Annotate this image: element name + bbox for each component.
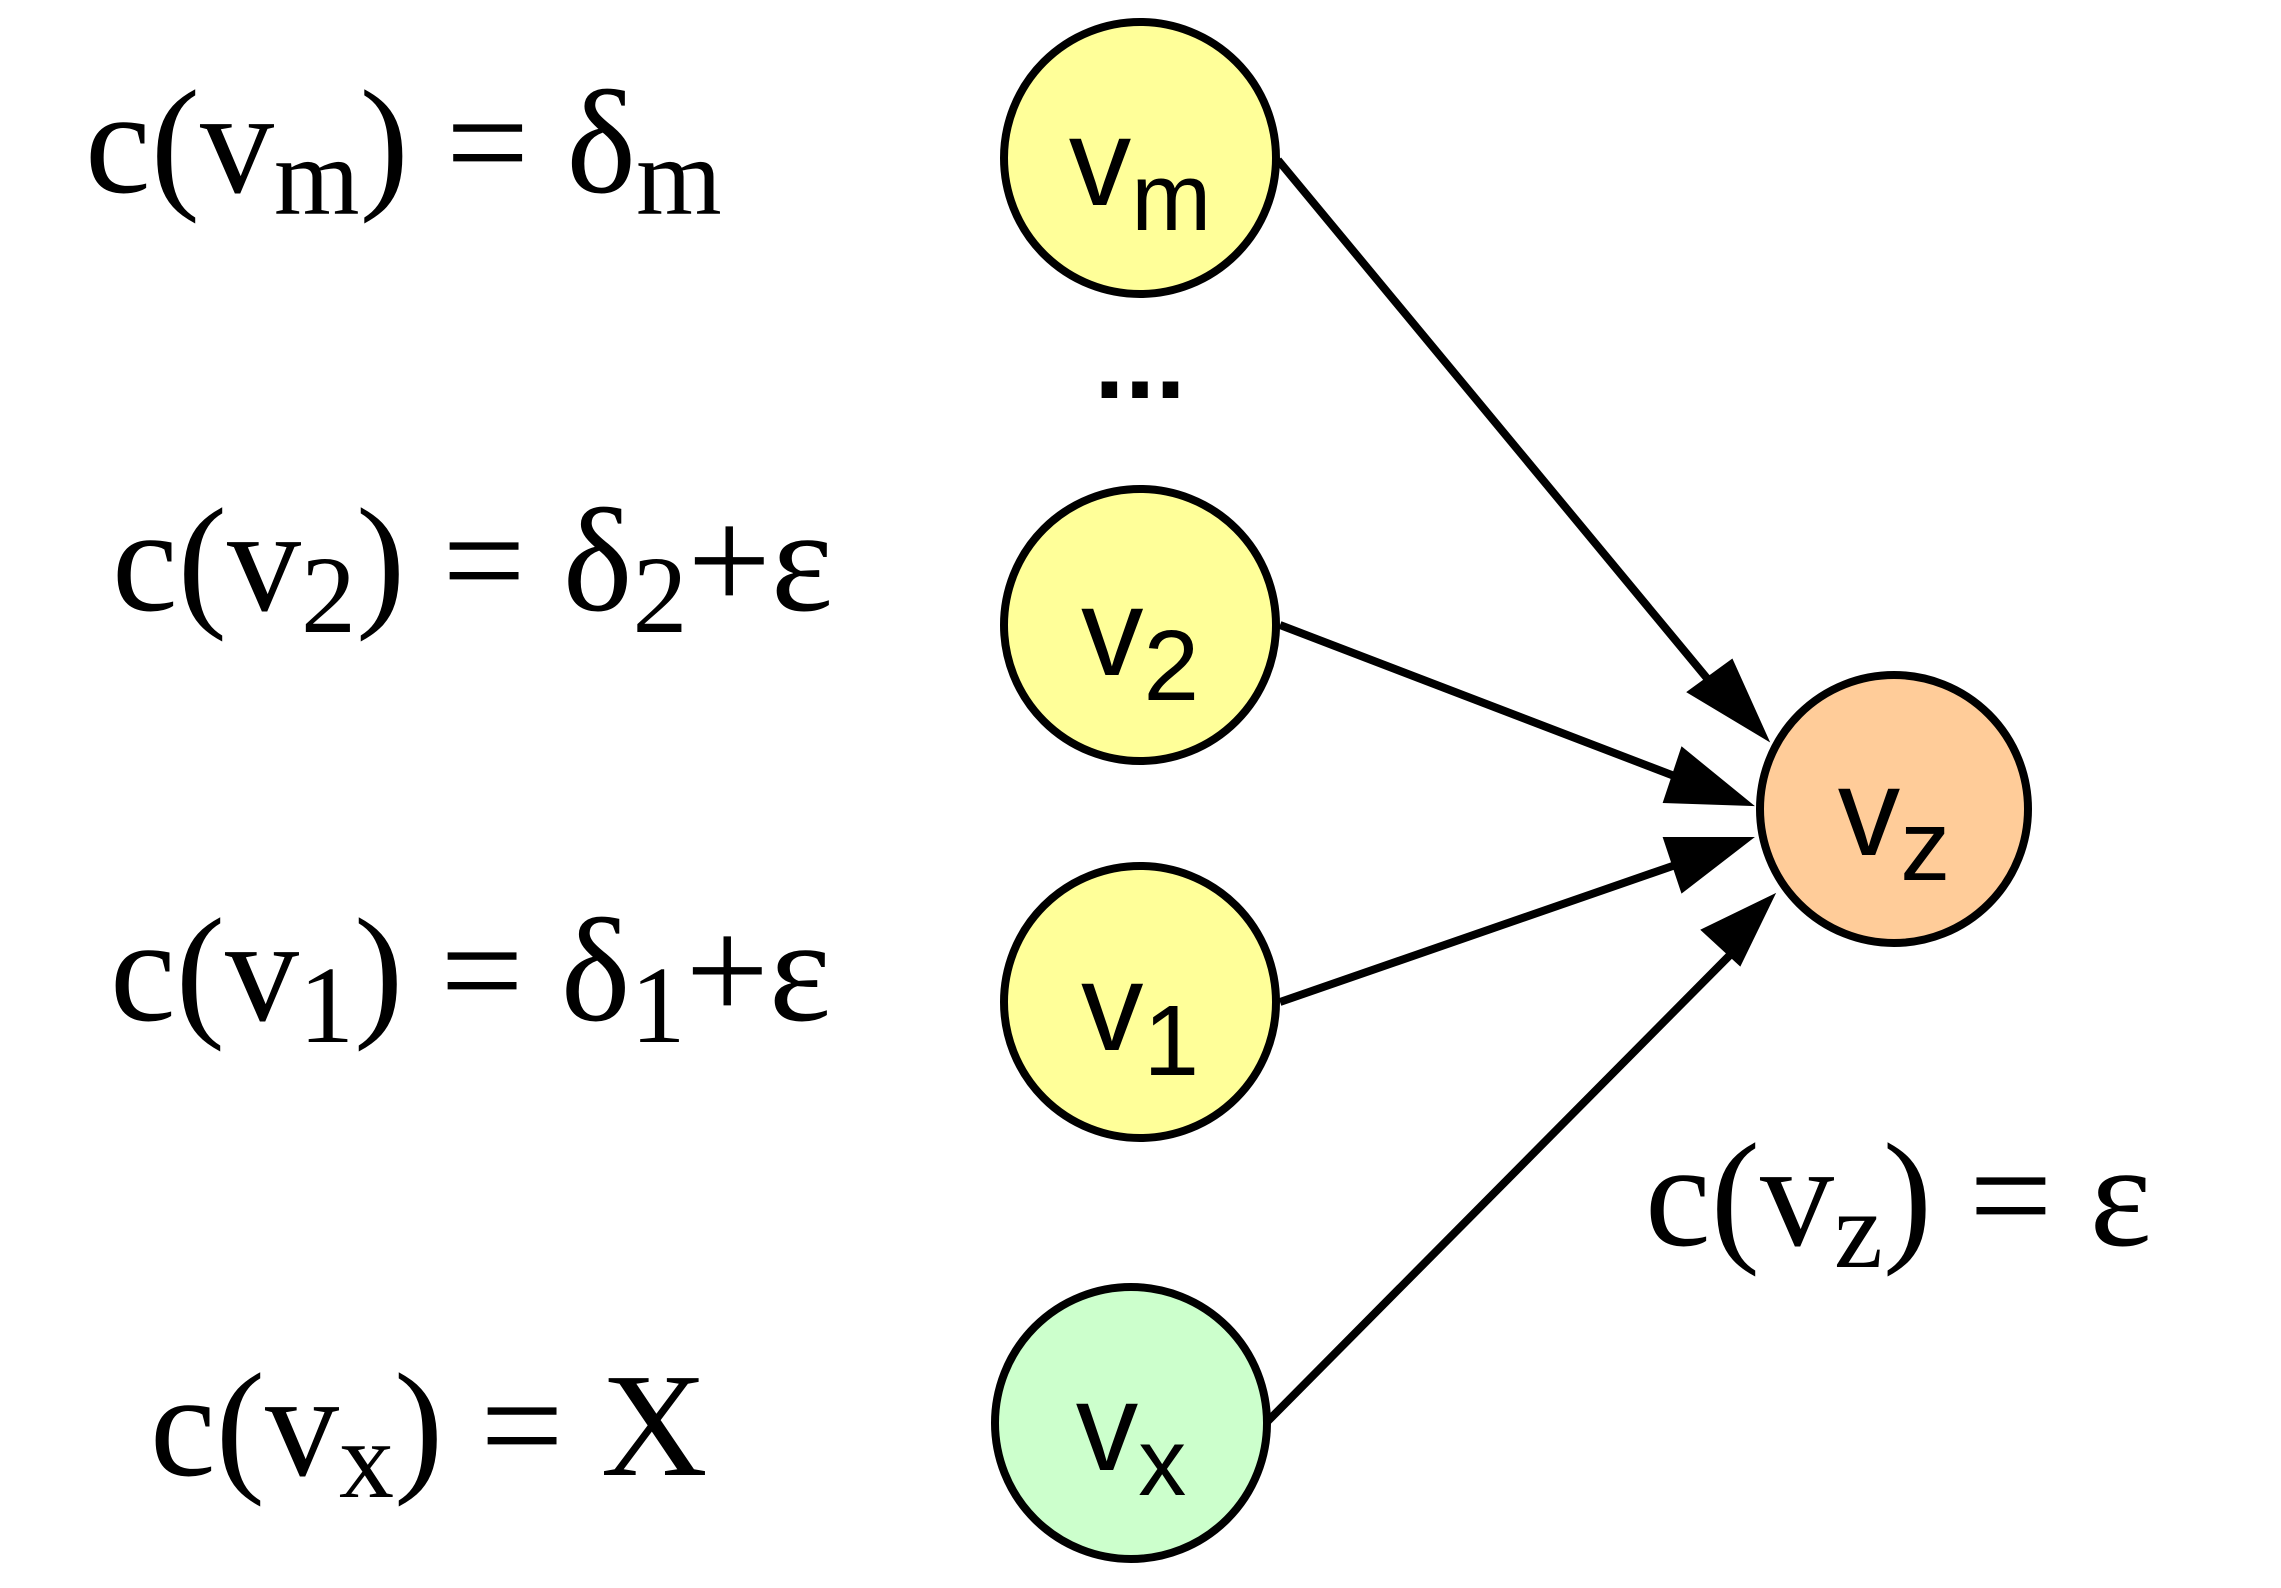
node-v2-label-sub: 2: [1143, 610, 1199, 722]
formula-v2-v: v: [227, 479, 301, 643]
formula-vz-v: v: [1760, 1114, 1834, 1278]
formula-vz-pre: c(: [1645, 1114, 1760, 1278]
edge-vm-vz-arrowhead: [1686, 658, 1771, 743]
edge-vm-vz: [1274, 157, 1729, 703]
formula-vm-vsub: m: [274, 116, 360, 238]
formula-v2-vsub: 2: [301, 534, 356, 656]
formula-v2: c(v2) = δ2+ε: [112, 479, 833, 656]
formula-v1-rhs-sub: 1: [631, 944, 686, 1066]
formula-v1-post: ) =: [354, 889, 561, 1053]
formula-vz-rhs: ε: [2090, 1114, 2152, 1278]
formula-vz: c(vz) = ε: [1645, 1114, 2152, 1291]
node-v1-circle: [1000, 862, 1280, 1142]
node-vm-label-base: v: [1069, 93, 1132, 232]
formula-vx-pre: c(: [150, 1344, 265, 1508]
node-vz-circle: [1756, 671, 2032, 947]
formula-vm-rhs: δ: [566, 61, 636, 225]
formula-v2-pre: c(: [112, 479, 227, 643]
formula-vz-vsub: z: [1834, 1169, 1883, 1291]
node-vx: vx: [991, 1283, 1271, 1563]
formula-vz-post: ) =: [1883, 1114, 2090, 1278]
formula-v1-vsub: 1: [299, 944, 354, 1066]
formula-v1-rhs-tail: +ε: [686, 889, 832, 1053]
node-vx-label-sub: x: [1138, 1409, 1186, 1516]
formula-v1-rhs: δ: [561, 889, 631, 1053]
formula-v2-rhs-sub: 2: [633, 534, 688, 656]
formula-v2-post: ) =: [356, 479, 563, 643]
node-vx-label-base: v: [1076, 1358, 1139, 1497]
node-v2-label-base: v: [1081, 563, 1144, 702]
node-v1: v1: [1000, 862, 1280, 1142]
formula-v1: c(v1) = δ1+ε: [110, 889, 831, 1066]
formula-v2-rhs-tail: +ε: [688, 479, 834, 643]
node-vx-label: vx: [1076, 1358, 1187, 1516]
node-v2-label: v2: [1081, 563, 1199, 722]
node-v2: v2: [1000, 485, 1280, 765]
node-v1-label: v1: [1081, 938, 1199, 1097]
formula-vm-post: ) =: [360, 61, 567, 225]
node-v2-circle: [1000, 485, 1280, 765]
node-vm-circle: [1000, 18, 1280, 298]
formula-vx-vsub: x: [339, 1399, 394, 1521]
edge-v1-vz-arrowhead: [1662, 837, 1755, 894]
formula-v1-pre: c(: [110, 889, 225, 1053]
edge-vx-vz-arrowhead: [1700, 892, 1777, 967]
formula-vx-v: v: [265, 1344, 339, 1508]
edge-v2-vz-arrowhead: [1662, 746, 1755, 807]
node-vm: vm: [1000, 18, 1280, 298]
node-vz: vz: [1756, 671, 2032, 947]
edges: [1263, 157, 1777, 1426]
formula-vm-rhs-sub: m: [636, 116, 722, 238]
ellipsis-text: ...: [1094, 299, 1186, 422]
node-vz-label: vz: [1838, 743, 1951, 902]
formula-vx: c(vx) = X: [150, 1344, 708, 1521]
formula-vm-v: v: [200, 61, 274, 225]
edge-vx-vz: [1263, 952, 1733, 1426]
formula-vx-post: ) =: [394, 1344, 601, 1508]
node-v1-label-sub: 1: [1143, 985, 1199, 1097]
edge-v1-vz: [1278, 856, 1692, 1006]
edge-v2-vz: [1278, 621, 1692, 786]
node-vz-label-base: v: [1838, 743, 1901, 882]
node-v1-label-base: v: [1081, 938, 1144, 1077]
node-vm-label-sub: m: [1131, 144, 1211, 251]
formula-vm-pre: c(: [85, 61, 200, 225]
formula-v2-rhs: δ: [563, 479, 633, 643]
node-vx-circle: [991, 1283, 1271, 1563]
formula-vx-rhs: X: [601, 1344, 708, 1508]
formula-v1-v: v: [225, 889, 299, 1053]
node-vm-label: vm: [1069, 93, 1211, 251]
node-vz-label-sub: z: [1900, 790, 1950, 902]
formula-vm: c(vm) = δm: [85, 61, 722, 238]
